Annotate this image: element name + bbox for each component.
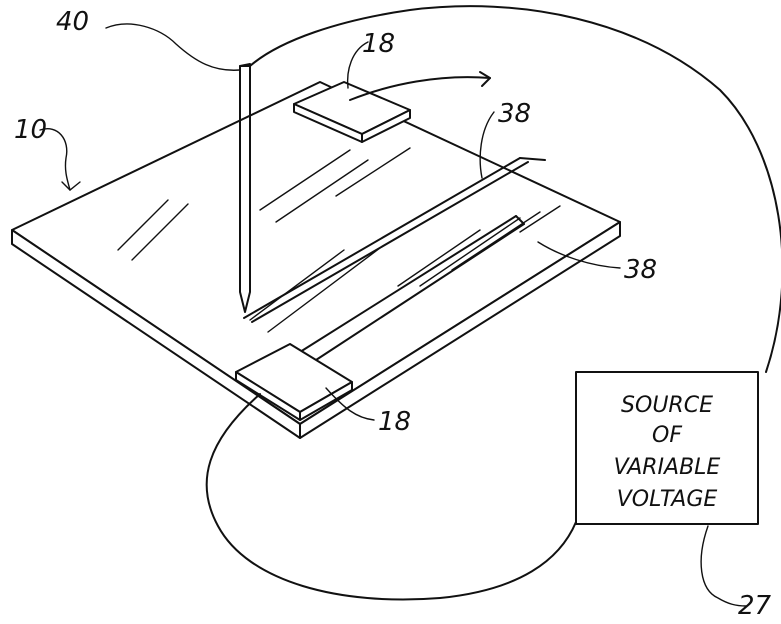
voltage-source: SOURCE OF VARIABLE VOLTAGE xyxy=(575,371,759,525)
pad-top xyxy=(293,81,411,143)
label-pad-top-18: 18 xyxy=(362,29,395,59)
label-substrate-10: 10 xyxy=(14,115,47,145)
label-strip-lower-38: 38 xyxy=(624,255,657,285)
pad-bottom xyxy=(235,343,353,421)
source-line-4: VOLTAGE xyxy=(617,487,718,512)
source-line-1: SOURCE xyxy=(621,393,713,418)
label-strip-upper-38: 38 xyxy=(498,99,531,129)
wire-loop xyxy=(205,5,781,601)
strip-upper xyxy=(243,157,546,323)
label-pad-bottom-18: 18 xyxy=(378,407,411,437)
probe xyxy=(239,63,251,313)
arrow-motion xyxy=(349,71,491,101)
source-line-2: OF xyxy=(652,423,682,448)
label-probe-40: 40 xyxy=(56,7,89,37)
leader-lines xyxy=(39,23,747,607)
source-line-3: VARIABLE xyxy=(614,455,721,480)
substrate-plate xyxy=(11,81,621,439)
label-source-27: 27 xyxy=(738,591,772,621)
reflection-hatching xyxy=(117,147,561,333)
strip-lower xyxy=(299,215,525,361)
